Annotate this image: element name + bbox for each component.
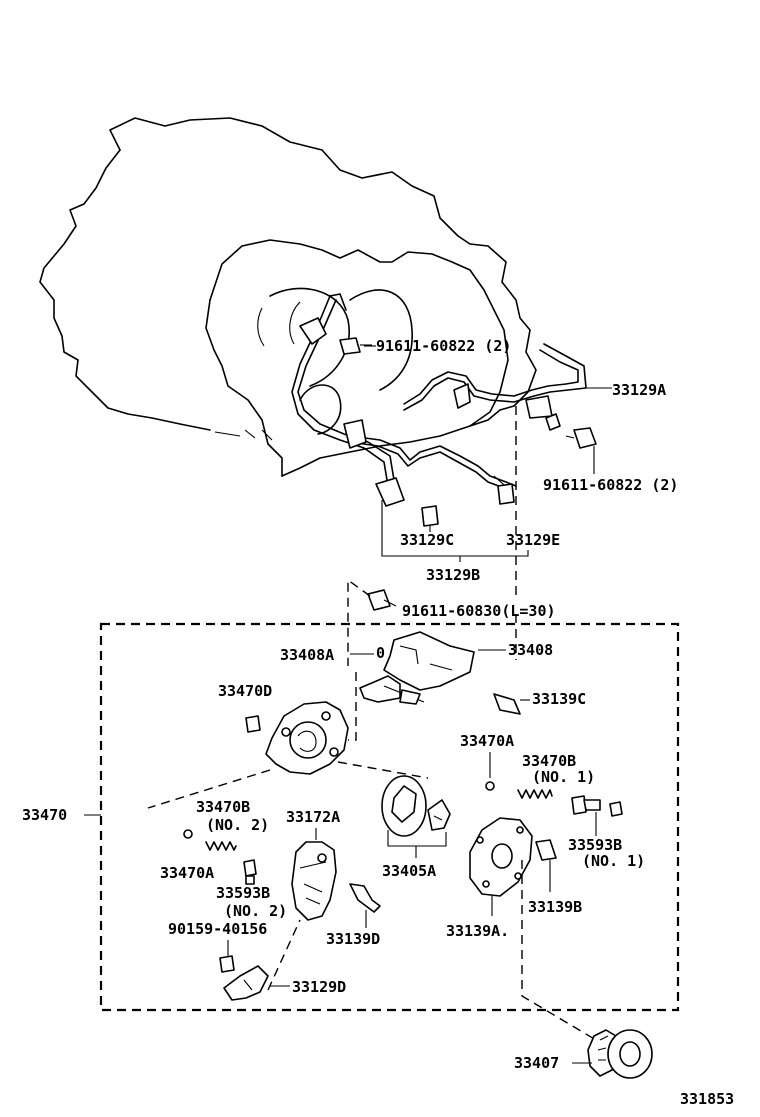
label-33139d: 33139D <box>326 930 380 948</box>
grommet-33129e-icon <box>497 483 515 505</box>
svg-text:0: 0 <box>376 644 385 662</box>
cover-33172a-icon <box>291 841 337 921</box>
transmission-housing <box>39 117 537 477</box>
label-33129c: 33129C <box>400 531 454 549</box>
label-33593b-no1-sub: (NO. 1) <box>582 852 645 870</box>
ball-33470a-icon <box>485 781 495 791</box>
label-33139a: 33139A. <box>446 922 509 940</box>
bolt-33139d-icon <box>349 883 381 913</box>
label-33470a-left: 33470A <box>160 864 214 882</box>
label-33405a: 33405A <box>382 862 436 880</box>
label-33470a-right: 33470A <box>460 732 514 750</box>
label-33470: 33470 <box>22 806 67 824</box>
cover-plate-33139a-icon <box>469 817 533 897</box>
seal-33470d-icon <box>245 715 261 733</box>
label-33129b: 33129B <box>426 566 480 584</box>
label-90159-40156: 90159-40156 <box>168 920 267 938</box>
assembly-box-33470 <box>99 622 680 1012</box>
spring-33470b-no2-icon <box>205 841 237 851</box>
gear-33405a-icon <box>381 775 451 837</box>
label-33470d: 33470D <box>218 682 272 700</box>
label-91611-60830: 91611-60830(L=30) <box>402 602 556 620</box>
ball-33470a-left-icon <box>183 829 193 839</box>
bolt-33139b-icon <box>535 839 557 861</box>
label-33129e: 33129E <box>506 531 560 549</box>
label-91611-60822-right: 91611-60822 (2) <box>543 476 678 494</box>
label-33593b-no1: 33593B <box>568 836 622 854</box>
plug-33593b-no2-icon <box>243 859 257 885</box>
bracket-33408-icon <box>359 631 475 705</box>
oil-tubes <box>291 293 587 507</box>
label-33593b-no2-sub: (NO. 2) <box>224 902 287 920</box>
label-33470b-no2-sub: (NO. 2) <box>206 816 269 834</box>
label-33470b-no2: 33470B <box>196 798 250 816</box>
label-33129d: 33129D <box>292 978 346 996</box>
bolt-90159-40156-icon <box>219 955 235 973</box>
bolt-upper-icon <box>339 337 372 355</box>
bolt-91611-60830-icon <box>367 589 397 611</box>
clamp-33129d-icon <box>223 965 269 1001</box>
bolt-right-icon <box>545 413 597 449</box>
label-33593b-no2: 33593B <box>216 884 270 902</box>
drive-gear-33407-icon <box>587 1029 653 1079</box>
label-33407: 33407 <box>514 1054 559 1072</box>
bolt-33139c-icon <box>493 693 521 715</box>
label-33408: 33408 <box>508 641 553 659</box>
label-91611-60822-upper: 91611-60822 (2) <box>376 337 511 355</box>
label-33172a: 33172A <box>286 808 340 826</box>
plug-33593b-no1-icon <box>571 795 623 817</box>
diagram-id: 331853 <box>680 1090 734 1108</box>
label-33139c: 33139C <box>532 690 586 708</box>
label-33139b: 33139B <box>528 898 582 916</box>
label-33129a: 33129A <box>612 381 666 399</box>
pump-body-icon <box>265 701 349 775</box>
grommet-33129c-icon <box>421 505 439 527</box>
label-33470b-no1: 33470B <box>522 752 576 770</box>
label-33408a: 33408A <box>280 646 334 664</box>
spring-33470b-no1-icon <box>517 789 553 799</box>
label-33470b-no1-sub: (NO. 1) <box>532 768 595 786</box>
